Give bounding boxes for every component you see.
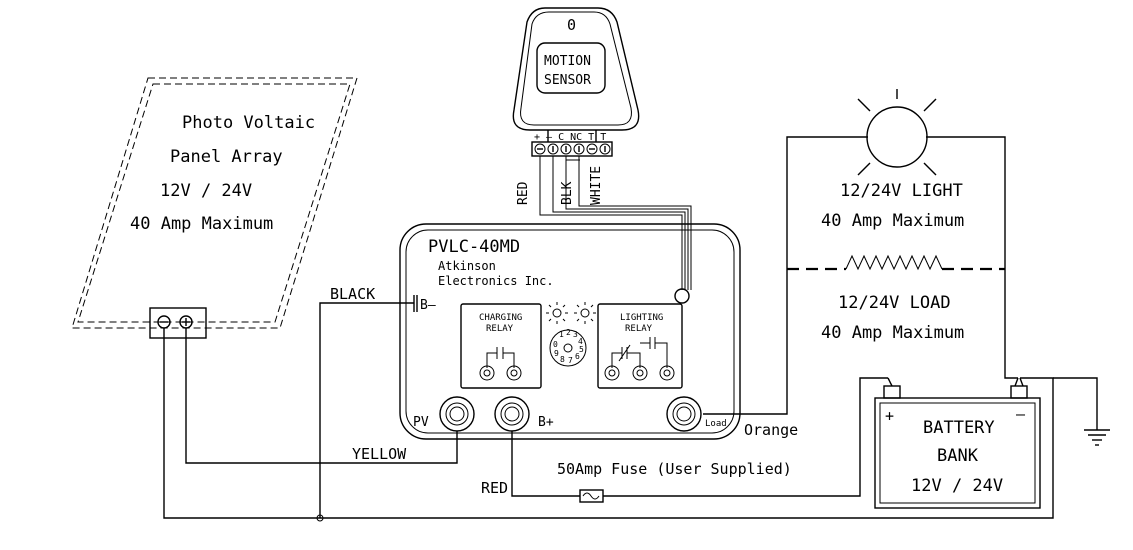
battery-positive-post [883, 385, 901, 399]
dial-digit-0: 0 [553, 340, 558, 349]
panel-line2: Panel Array [170, 147, 283, 167]
terminal-load [666, 396, 702, 432]
controller-maker2: Electronics Inc. [438, 274, 554, 288]
resistor-icon [845, 254, 943, 271]
controller-pvlc: PVLC-40MD Atkinson Electronics Inc. B– C… [399, 223, 741, 440]
sensor-wire-white: WHITE [589, 166, 604, 205]
terminal-pv-label: PV [413, 415, 429, 430]
light-label-line2: 40 Amp Maximum [821, 211, 964, 231]
wire-label-black: BLACK [330, 285, 375, 303]
dial-digit-4: 4 [578, 337, 583, 346]
light-label-line1: 12/24V LIGHT [840, 181, 963, 201]
sensor-label-box [536, 42, 606, 94]
load-label-line2: 40 Amp Maximum [821, 323, 964, 343]
dial-digit-6: 6 [575, 352, 580, 361]
dial-digit-9: 9 [554, 349, 559, 358]
battery-minus: – [1016, 405, 1026, 423]
lighting-relay [597, 303, 683, 389]
charging-relay [460, 303, 542, 389]
dial-digit-5: 5 [579, 345, 584, 354]
battery-bank: + – BATTERY BANK 12V / 24V [874, 377, 1041, 509]
dial-digit-2: 2 [566, 328, 571, 337]
sensor-top-mark: 0 [567, 16, 576, 34]
lighting-relay-label1: LIGHTING [620, 313, 663, 323]
dial-digit-7: 7 [568, 356, 573, 365]
sensor-terminal-strip [531, 141, 613, 157]
dial-digit-3: 3 [573, 330, 578, 339]
sensor-label-line1: MOTION [544, 54, 591, 69]
terminal-b-minus-label: B– [420, 298, 436, 313]
battery-label-line3: 12V / 24V [911, 476, 1003, 496]
controller-model: PVLC-40MD [428, 237, 520, 257]
sensor-jack [674, 288, 690, 304]
panel-line3: 12V / 24V [160, 181, 252, 201]
panel-line4: 40 Amp Maximum [130, 214, 273, 234]
fuse-icon [579, 489, 604, 503]
terminal-load-label: Load [705, 419, 727, 429]
battery-negative-post [1010, 385, 1028, 399]
battery-label-line2: BANK [937, 446, 979, 466]
wire-label-orange: Orange [744, 421, 798, 439]
timer-dial[interactable]: 1 2 3 4 5 6 7 8 9 0 [549, 328, 587, 367]
battery-label-line1: BATTERY [923, 418, 995, 438]
light-bulb-icon [857, 89, 937, 176]
wiring [163, 136, 1110, 522]
wire-label-red: RED [481, 479, 508, 497]
pv-panel: Photo Voltaic Panel Array 12V / 24V 40 A… [71, 77, 358, 339]
wire-label-yellow: YELLOW [352, 445, 407, 463]
sensor-label-line2: SENSOR [544, 73, 591, 88]
load-label-line1: 12/24V LOAD [838, 293, 951, 313]
terminal-pv [439, 396, 475, 432]
sensor-wire-blk: BLK [560, 181, 575, 205]
controller-maker1: Atkinson [438, 259, 496, 273]
terminal-b-plus [494, 396, 530, 432]
panel-terminal-box [149, 307, 207, 339]
fuse-label: 50Amp Fuse (User Supplied) [557, 460, 792, 478]
charging-relay-label1: CHARGING [479, 313, 522, 323]
sensor-terminal-labels: + – C NC T T [534, 132, 606, 143]
terminal-b-plus-label: B+ [538, 415, 554, 430]
sensor-screw-terminals [534, 143, 611, 155]
dial-digit-1: 1 [559, 330, 564, 339]
charging-relay-label2: RELAY [486, 324, 514, 334]
lighting-relay-label2: RELAY [625, 324, 653, 334]
sensor-wire-red: RED [516, 181, 531, 205]
battery-plus: + [885, 407, 894, 425]
led-indicator-right [574, 302, 596, 324]
led-indicator-left [546, 302, 568, 324]
panel-line1: Photo Voltaic [182, 113, 315, 133]
dial-digit-8: 8 [560, 355, 565, 364]
motion-sensor: 0 MOTION SENSOR + – C NC T T RED BLK WHI… [512, 7, 692, 290]
